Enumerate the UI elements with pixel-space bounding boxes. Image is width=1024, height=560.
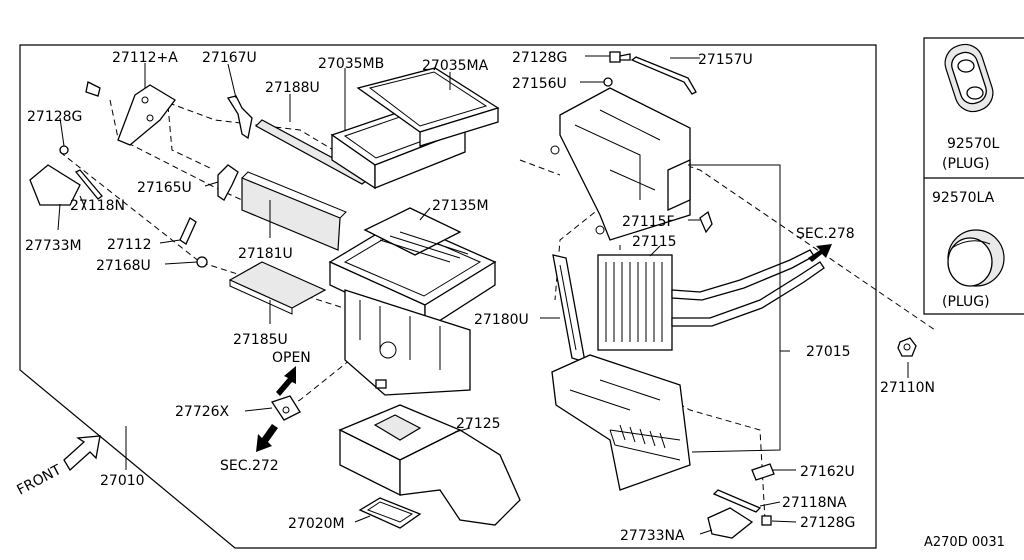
flap-door-27185u (228, 261, 327, 315)
blower-case-27010 (344, 289, 471, 396)
label-27188u: 27188U (265, 80, 320, 96)
label-sec278: SEC.278 (796, 226, 855, 242)
seal-27180u (552, 254, 586, 363)
rod-27118na (712, 489, 762, 513)
label-27162u: 27162U (800, 464, 855, 480)
link-27112 (179, 217, 197, 245)
label-27112: 27112 (107, 237, 152, 253)
bracket-27112a (85, 81, 176, 146)
label-sec272: SEC.272 (220, 458, 279, 474)
label-27110n: 27110N (880, 380, 935, 396)
label-27118n: 27118N (70, 198, 125, 214)
lower-heater-case (551, 354, 691, 491)
front-arrow (63, 435, 101, 472)
label-27115f: 27115F (622, 214, 675, 230)
label-27035mb: 27035MB (318, 56, 384, 72)
clip-27165u (217, 164, 239, 201)
plug-92570la-label: 92570LA (932, 190, 995, 206)
label-27168u: 27168U (96, 258, 151, 274)
plug-inset: 92570L (PLUG) 92570LA (PLUG) (923, 37, 1024, 315)
label-27726x: 27726X (175, 404, 230, 420)
label-27015: 27015 (806, 344, 851, 360)
filter-frame-27035ma (356, 67, 500, 147)
label-27125: 27125 (456, 416, 501, 432)
sec272-arrow (256, 424, 278, 452)
label-27035ma: 27035MA (422, 58, 489, 74)
label-27180u: 27180U (474, 312, 529, 328)
heater-core-27115 (597, 249, 825, 351)
flap-door-27181u (241, 171, 347, 251)
plug-92570la-note: (PLUG) (942, 294, 990, 310)
label-open: OPEN (272, 350, 311, 366)
label-27185u: 27185U (233, 332, 288, 348)
bolt-27128g-lower (761, 515, 772, 526)
plug-92570l-note: (PLUG) (942, 156, 990, 172)
plug-92570l-drawing (944, 43, 994, 113)
label-27157u: 27157U (698, 52, 753, 68)
sec278-arrow (808, 244, 832, 262)
label-27165u: 27165U (137, 180, 192, 196)
label-27010: 27010 (100, 473, 145, 489)
bracket-27733na (707, 507, 754, 539)
open-arrow (276, 366, 296, 396)
upper-heater-case (550, 87, 691, 241)
bolt-27128g-left (59, 145, 69, 155)
clip-27167u (226, 95, 253, 140)
label-27181u: 27181U (238, 246, 293, 262)
label-27167u: 27167U (202, 50, 257, 66)
label-front: FRONT (14, 462, 64, 499)
label-27112a: 27112+A (112, 50, 178, 66)
label-27135m: 27135M (432, 198, 489, 214)
label-27115: 27115 (632, 234, 677, 250)
nut-27110n (897, 337, 917, 357)
clip-27115f (699, 210, 713, 234)
bolt-27128g-top (609, 51, 631, 63)
bracket-27162u (751, 463, 775, 481)
filter-27020m (358, 497, 422, 529)
lower-duct-27125 (338, 404, 521, 526)
label-27156u: 27156U (512, 76, 567, 92)
label-27733na: 27733NA (620, 528, 685, 544)
label-27733m: 27733M (25, 238, 82, 254)
plug-92570la-drawing (947, 229, 1005, 287)
label-27118na: 27118NA (782, 495, 847, 511)
main-frame (19, 44, 877, 549)
actuator-27726x (270, 395, 301, 421)
plug-92570l-label: 92570L (947, 136, 1000, 152)
label-27128g-lower: 27128G (800, 515, 855, 531)
label-27020m: 27020M (288, 516, 345, 532)
diagram-code: A270D 0031 (924, 535, 1005, 550)
rod-27118n (74, 169, 103, 200)
label-27128g-left: 27128G (27, 109, 82, 125)
leader-lines (57, 55, 909, 535)
clip-27156u (603, 77, 613, 87)
label-27128g-top: 27128G (512, 50, 567, 66)
clip-27168u (196, 256, 208, 268)
bracket-27733m (29, 164, 81, 206)
rod-27157u (630, 56, 697, 95)
